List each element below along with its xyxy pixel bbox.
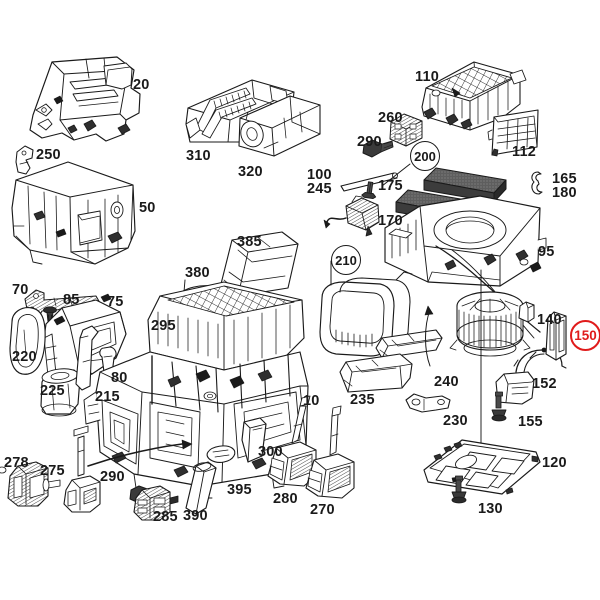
callout-circle-150-highlighted[interactable]: 150: [570, 320, 600, 351]
part-label-130: 130: [478, 501, 503, 517]
part-label-10: 10: [303, 393, 320, 409]
part-label-285: 285: [153, 509, 178, 525]
part-label-278: 278: [4, 455, 29, 471]
part-label-95: 95: [538, 244, 555, 260]
part-label-390: 390: [183, 508, 208, 524]
part-label-300: 300: [258, 444, 283, 460]
part-label-180: 180: [552, 185, 577, 201]
part-label-245: 245: [307, 181, 332, 197]
part-label-275: 275: [40, 463, 65, 479]
callout-circle-200[interactable]: 200: [410, 141, 440, 171]
part-label-320: 320: [238, 164, 263, 180]
part-label-70: 70: [12, 282, 29, 298]
part-label-170: 170: [378, 213, 403, 229]
part-label-140: 140: [537, 312, 562, 328]
part-label-310: 310: [186, 148, 211, 164]
part-label-152: 152: [532, 376, 557, 392]
part-label-240: 240: [434, 374, 459, 390]
part-label-290-top: 290: [357, 134, 382, 150]
part-label-250: 250: [36, 147, 61, 163]
part-label-80: 80: [111, 370, 128, 386]
part-label-290-bottom: 290: [100, 469, 125, 485]
part-label-165: 165: [552, 171, 577, 187]
part-label-50: 50: [139, 200, 156, 216]
part-label-85: 85: [63, 292, 80, 308]
part-label-230: 230: [443, 413, 468, 429]
part-label-100: 100: [307, 167, 332, 183]
part-label-110: 110: [415, 69, 439, 85]
part-label-220: 220: [12, 349, 37, 365]
part-label-175: 175: [378, 178, 403, 194]
part-label-215: 215: [95, 389, 120, 405]
part-label-280: 280: [273, 491, 298, 507]
part-label-270: 270: [310, 502, 335, 518]
part-label-75: 75: [107, 294, 124, 310]
part-label-395: 395: [227, 482, 252, 498]
part-label-20: 20: [133, 77, 150, 93]
callout-circle-210[interactable]: 210: [331, 245, 361, 275]
part-label-295: 295: [151, 318, 176, 334]
part-label-235: 235: [350, 392, 375, 408]
part-label-112: 112: [512, 144, 536, 160]
part-label-120: 120: [542, 455, 567, 471]
part-label-225: 225: [40, 383, 65, 399]
part-label-380: 380: [185, 265, 210, 281]
part-label-155: 155: [518, 414, 543, 430]
part-label-385: 385: [237, 234, 262, 250]
part-label-260: 260: [378, 110, 403, 126]
